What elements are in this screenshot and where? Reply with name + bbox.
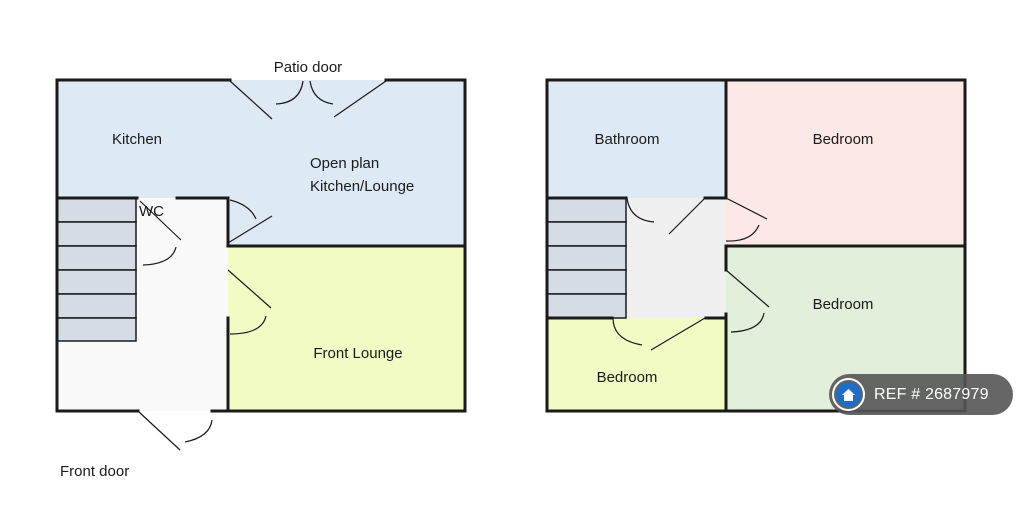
bedroom-green-label: Bedroom [813, 296, 874, 313]
front-door-label: Front door [60, 463, 129, 480]
bathroom-door-swing [626, 197, 706, 235]
bedroom-yellow-label: Bedroom [597, 369, 658, 386]
ground-stairs [56, 197, 137, 342]
ground-floor-plan: Patio door Kitchen Open plan Kitchen/Lou… [55, 59, 467, 480]
kitchen-door-swing [227, 199, 273, 244]
ground-walls [55, 78, 467, 413]
reference-number: REF # 2687979 [874, 385, 989, 403]
open-plan-label-line2: Kitchen/Lounge [310, 178, 414, 195]
bedroom-pink-label: Bedroom [813, 131, 874, 148]
landing-area [626, 198, 726, 318]
front-lounge-label: Front Lounge [313, 345, 402, 362]
open-plan-label-line1: Open plan [310, 155, 379, 172]
lounge-door-swing [227, 269, 272, 335]
front-lounge-area [228, 246, 465, 411]
first-floor-walls [545, 78, 967, 413]
wc-label: WC [139, 203, 164, 220]
bedroom-green-door-swing [725, 269, 770, 333]
bedroom-yellow-area [547, 318, 726, 411]
house-logo-icon [832, 378, 865, 411]
reference-badge: REF # 2687979 [829, 374, 1013, 415]
bedroom-pink-door-swing [725, 197, 768, 242]
bedroom-yellow-door-swing [612, 317, 706, 351]
patio-door-label: Patio door [274, 59, 342, 76]
kitchen-lounge-area [57, 80, 465, 246]
wc-door-swing [139, 200, 182, 266]
first-floor-stairs [546, 197, 627, 319]
first-floor-plan: Bathroom Bedroom Bedroom Bedroom [545, 78, 967, 413]
kitchen-label: Kitchen [112, 131, 162, 148]
front-door-swing [138, 411, 213, 451]
bedroom-pink-area [726, 80, 965, 246]
bathroom-area [547, 80, 726, 198]
patio-door-swings [229, 80, 387, 120]
bathroom-label: Bathroom [594, 131, 659, 148]
